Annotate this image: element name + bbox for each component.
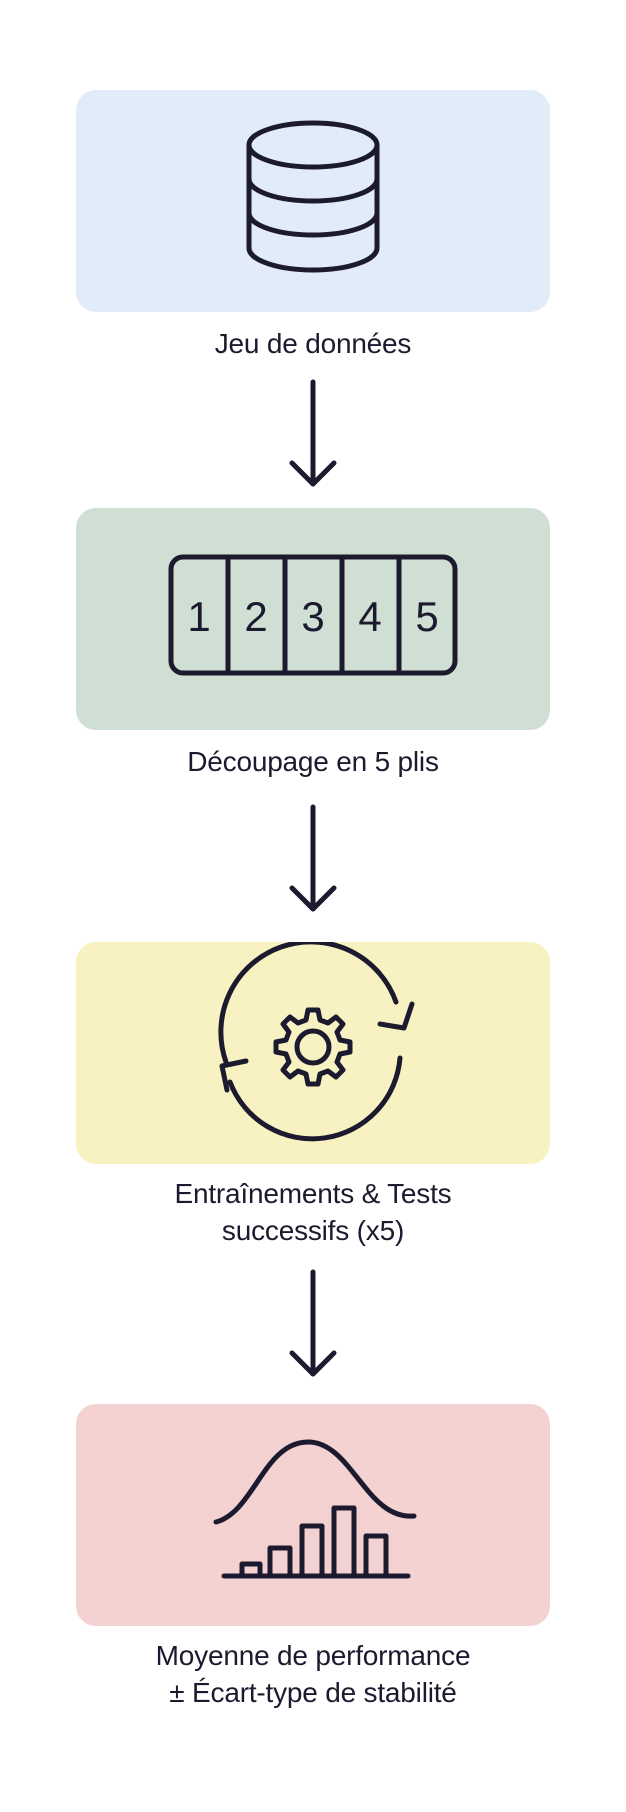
step-label-result: Moyenne de performance ± Écart-type de s… (0, 1637, 626, 1711)
folds-icon: 1 2 3 4 5 (168, 554, 458, 676)
step-label-line: Entraînements & Tests (174, 1178, 452, 1209)
step-label-line: successifs (x5) (221, 1215, 405, 1246)
arrow-down-icon (289, 1269, 337, 1377)
step-label-line: Jeu de données (214, 328, 412, 359)
fold-label: 4 (358, 593, 381, 640)
fold-label: 5 (415, 593, 438, 640)
arrow-down-icon (289, 379, 337, 487)
result-card (76, 1404, 550, 1626)
fold-label: 1 (187, 593, 210, 640)
step-label-line: Moyenne de performance (155, 1640, 471, 1671)
distribution-chart-icon (213, 1439, 417, 1579)
step-label-dataset: Jeu de données (0, 325, 626, 362)
step-label-folds: Découpage en 5 plis (0, 743, 626, 780)
step-label-training: Entraînements & Tests successifs (x5) (0, 1175, 626, 1249)
fold-label: 3 (301, 593, 324, 640)
arrow-down-icon (289, 804, 337, 912)
step-label-line: ± Écart-type de stabilité (169, 1677, 457, 1708)
folds-card: 1 2 3 4 5 (76, 508, 550, 730)
training-card (76, 942, 550, 1164)
step-label-line: Découpage en 5 plis (187, 746, 439, 777)
database-icon (246, 120, 380, 273)
gear-cycle-icon (218, 942, 415, 1142)
fold-label: 2 (244, 593, 267, 640)
dataset-card (76, 90, 550, 312)
